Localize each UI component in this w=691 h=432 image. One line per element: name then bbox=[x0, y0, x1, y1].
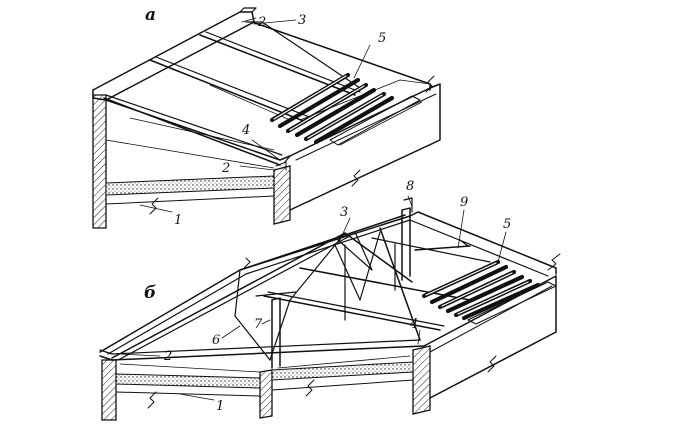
panel-a-floor-slab bbox=[105, 175, 275, 196]
panel-b-leaders bbox=[119, 195, 507, 401]
panel-b-floor-slab-right bbox=[271, 361, 414, 381]
panel-b-floor-slab-left bbox=[115, 373, 261, 389]
panel-b-callout-1: 1 bbox=[216, 399, 224, 414]
panel-b-callout-7: 7 bbox=[254, 317, 263, 332]
panel-a-callout-4: 4 bbox=[241, 123, 250, 138]
panel-b: б 8 9 3 5 7 6 4 2 1 bbox=[99, 179, 561, 421]
panel-a-leaders bbox=[139, 17, 371, 213]
panel-b-callout-6: 6 bbox=[212, 333, 220, 348]
panel-a-label: а bbox=[145, 5, 156, 25]
panel-a: а 2 3 5 4 2 1 bbox=[92, 5, 441, 229]
panel-a-callout-2-low: 2 bbox=[221, 161, 230, 176]
panel-b-middle-wall bbox=[259, 369, 273, 419]
panel-b-callout-9: 9 bbox=[460, 195, 468, 210]
panel-a-callout-5: 5 bbox=[378, 31, 386, 46]
panel-b-callout-4: 4 bbox=[409, 317, 418, 332]
panel-a-right-wall bbox=[273, 165, 291, 225]
panel-b-rafters bbox=[421, 259, 557, 325]
panel-b-floor-bottom-left bbox=[115, 391, 261, 397]
panel-a-callout-1: 1 bbox=[174, 213, 182, 228]
panel-a-floor-bottom-line bbox=[105, 195, 275, 205]
panel-b-callout-8: 8 bbox=[406, 179, 414, 194]
panel-a-callout-3: 3 bbox=[298, 13, 306, 28]
panel-b-floor-bottom-right bbox=[271, 379, 414, 391]
panel-b-label: б bbox=[144, 283, 156, 303]
panel-a-callout-2-top: 2 bbox=[257, 15, 266, 30]
panel-a-rafters bbox=[269, 72, 431, 146]
panel-b-callout-2: 2 bbox=[163, 349, 172, 364]
panel-b-roof-frame bbox=[99, 197, 561, 409]
panel-b-callout-3: 3 bbox=[340, 205, 348, 220]
panel-b-left-wall bbox=[101, 359, 117, 421]
panel-b-right-wall bbox=[412, 345, 431, 415]
panel-a-left-wall bbox=[92, 94, 107, 229]
panel-b-callout-5: 5 bbox=[503, 217, 511, 232]
